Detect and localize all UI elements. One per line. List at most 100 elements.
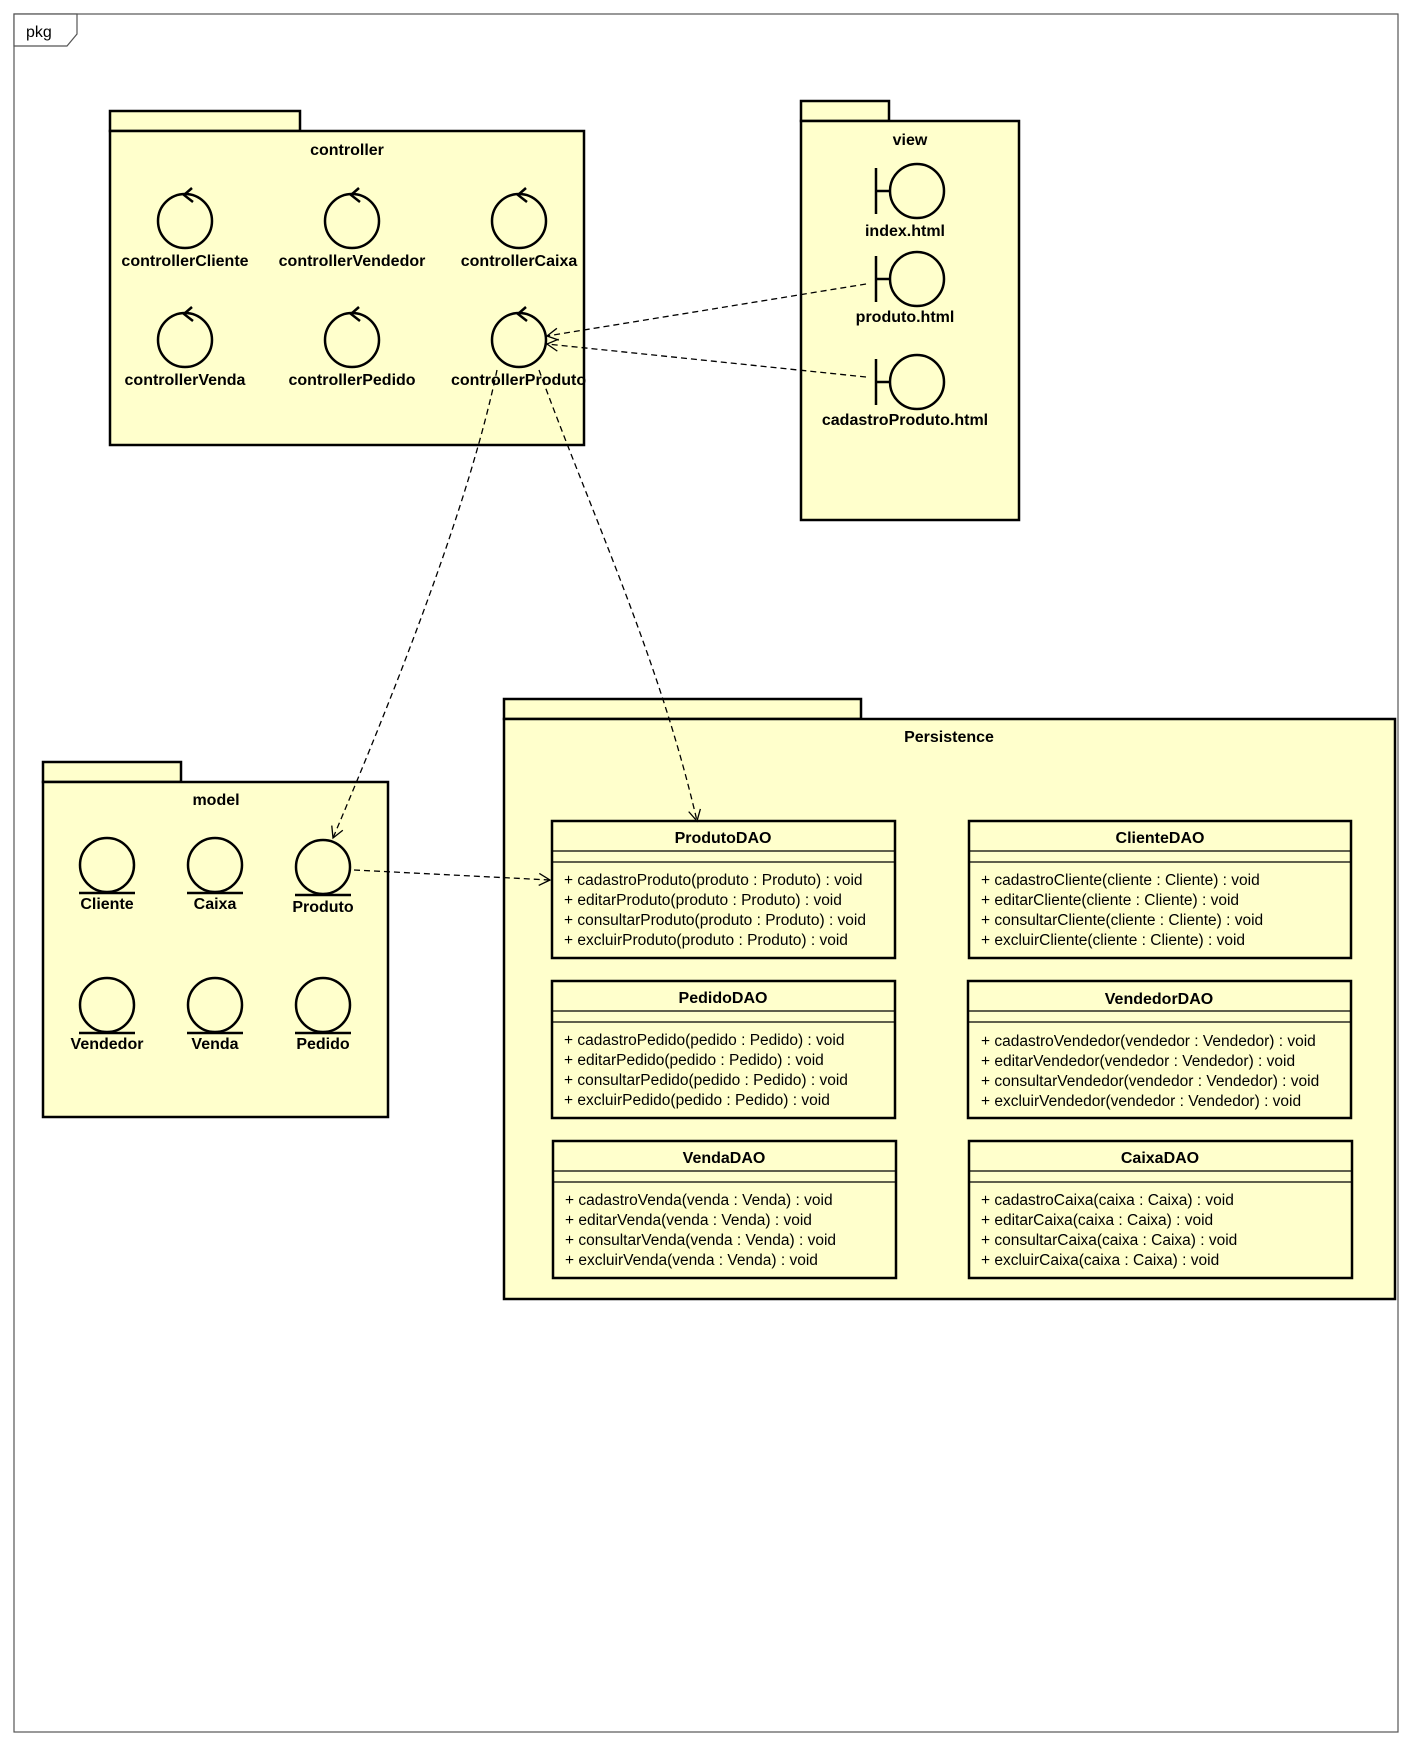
class-box xyxy=(550,979,897,1120)
control-controllerCaixa[interactable]: controllerCaixa xyxy=(461,187,578,270)
class-operation: + editarPedido(pedido : Pedido) : void xyxy=(564,1052,824,1069)
boundary-produto-html[interactable]: produto.html xyxy=(856,250,955,326)
control-arrow xyxy=(516,306,528,322)
boundary-cadastroProduto-html[interactable]: cadastroProduto.html xyxy=(822,353,988,429)
control-controllerVendedor[interactable]: controllerVendedor xyxy=(279,187,426,270)
entity-Caixa[interactable]: Caixa xyxy=(186,836,244,913)
boundary-label: cadastroProduto.html xyxy=(822,412,988,429)
package-tab xyxy=(502,697,863,721)
control-icon xyxy=(156,192,214,250)
entity-label: Cliente xyxy=(80,896,133,913)
control-arrow xyxy=(349,187,361,203)
class-operation: + cadastroVenda(venda : Venda) : void xyxy=(565,1192,833,1209)
class-operation: + excluirCliente(cliente : Cliente) : vo… xyxy=(981,932,1245,949)
package-model[interactable]: model Cliente Caixa Produto Vendedor Ven… xyxy=(41,760,390,1119)
package-name: model xyxy=(192,792,239,809)
class-operation: + editarVenda(venda : Venda) : void xyxy=(565,1212,812,1229)
frame-label-tab xyxy=(13,13,78,47)
class-operation: + excluirCaixa(caixa : Caixa) : void xyxy=(981,1252,1219,1269)
entity-label: Caixa xyxy=(194,896,237,913)
entity-label: Venda xyxy=(191,1036,238,1053)
control-label: controllerCaixa xyxy=(461,253,578,270)
control-label: controllerVenda xyxy=(125,372,246,389)
class-box xyxy=(967,819,1353,960)
dependency-cadastroProduto-html-to-controllerProduto[interactable] xyxy=(545,338,867,378)
control-controllerPedido[interactable]: controllerPedido xyxy=(288,306,416,389)
package-body xyxy=(41,780,390,1119)
entity-Venda[interactable]: Venda xyxy=(186,976,244,1053)
class-operation: + consultarVendedor(vendedor : Vendedor)… xyxy=(981,1073,1319,1090)
package-name: controller xyxy=(310,142,384,159)
class-PedidoDAO[interactable]: PedidoDAO + cadastroPedido(pedido : Pedi… xyxy=(550,979,897,1120)
dependencies xyxy=(331,283,867,887)
class-operation: + consultarProduto(produto : Produto) : … xyxy=(564,912,866,929)
control-controllerProduto[interactable]: controllerProduto xyxy=(451,306,586,389)
class-operation: + editarProduto(produto : Produto) : voi… xyxy=(564,892,842,909)
class-box xyxy=(966,979,1353,1120)
class-ClienteDAO[interactable]: ClienteDAO + cadastroCliente(cliente : C… xyxy=(967,819,1353,960)
entity-Cliente[interactable]: Cliente xyxy=(78,836,136,913)
control-icon xyxy=(323,311,381,369)
boundary-label: produto.html xyxy=(856,309,955,326)
entity-icon xyxy=(294,976,352,1034)
class-operation: + consultarVenda(venda : Venda) : void xyxy=(565,1232,836,1249)
package-body xyxy=(108,129,586,447)
entity-icon xyxy=(186,976,244,1034)
class-operation: + editarCaixa(caixa : Caixa) : void xyxy=(981,1212,1213,1229)
control-label: controllerVendedor xyxy=(279,253,426,270)
control-label: controllerPedido xyxy=(288,372,415,389)
entity-icon xyxy=(78,836,136,894)
control-arrow xyxy=(349,306,361,322)
class-ProdutoDAO[interactable]: ProdutoDAO + cadastroProduto(produto : P… xyxy=(550,819,897,960)
frame-label: pkg xyxy=(26,24,52,41)
package-name: view xyxy=(893,132,928,149)
boundary-index-html[interactable]: index.html xyxy=(865,162,946,240)
entity-Pedido[interactable]: Pedido xyxy=(294,976,352,1053)
boundary-icon xyxy=(888,250,946,308)
entity-label: Produto xyxy=(292,899,354,916)
class-VendaDAO[interactable]: VendaDAO + cadastroVenda(venda : Venda) … xyxy=(551,1139,898,1280)
class-name: PedidoDAO xyxy=(679,990,768,1007)
package-persistence[interactable]: Persistence ProdutoDAO + cadastroProduto… xyxy=(502,697,1397,1301)
entity-label: Vendedor xyxy=(71,1036,144,1053)
class-operation: + excluirVendedor(vendedor : Vendedor) :… xyxy=(981,1093,1301,1110)
entity-icon xyxy=(294,838,352,896)
class-operation: + consultarPedido(pedido : Pedido) : voi… xyxy=(564,1072,848,1089)
entity-Vendedor[interactable]: Vendedor xyxy=(71,976,144,1053)
dependency-Produto-to-ProdutoDAO[interactable] xyxy=(353,869,552,887)
class-name: ProdutoDAO xyxy=(675,830,772,847)
entity-icon xyxy=(186,836,244,894)
entity-label: Pedido xyxy=(296,1036,350,1053)
package-controller[interactable]: controller controllerCliente controllerV… xyxy=(108,109,586,447)
class-operation: + excluirPedido(pedido : Pedido) : void xyxy=(564,1092,830,1109)
boundary-label: index.html xyxy=(865,223,945,240)
control-controllerCliente[interactable]: controllerCliente xyxy=(121,187,249,270)
boundary-icon xyxy=(888,353,946,411)
package-view[interactable]: view index.html produto.html cadastroPro… xyxy=(799,99,1021,522)
entity-icon xyxy=(78,976,136,1034)
package-tab xyxy=(41,760,183,784)
class-operation: + cadastroCaixa(caixa : Caixa) : void xyxy=(981,1192,1234,1209)
control-controllerVenda[interactable]: controllerVenda xyxy=(125,306,246,389)
class-box xyxy=(967,1139,1354,1280)
control-icon xyxy=(323,192,381,250)
class-operation: + cadastroVendedor(vendedor : Vendedor) … xyxy=(981,1033,1316,1050)
dependency-produto-html-to-controllerProduto[interactable] xyxy=(545,283,867,341)
control-label: controllerProduto xyxy=(451,372,586,389)
dependency-controllerProduto-to-Produto[interactable] xyxy=(331,369,498,840)
dependency-controllerProduto-to-ProdutoDAO[interactable] xyxy=(538,369,702,823)
class-operation: + editarVendedor(vendedor : Vendedor) : … xyxy=(981,1053,1295,1070)
class-operation: + excluirProduto(produto : Produto) : vo… xyxy=(564,932,848,949)
class-operation: + editarCliente(cliente : Cliente) : voi… xyxy=(981,892,1239,909)
class-operation: + cadastroCliente(cliente : Cliente) : v… xyxy=(981,872,1260,889)
control-arrow xyxy=(182,306,194,322)
package-tab xyxy=(108,109,302,133)
entity-Produto[interactable]: Produto xyxy=(292,838,354,916)
class-operation: + cadastroProduto(produto : Produto) : v… xyxy=(564,872,863,889)
class-CaixaDAO[interactable]: CaixaDAO + cadastroCaixa(caixa : Caixa) … xyxy=(967,1139,1354,1280)
control-arrow xyxy=(182,187,194,203)
boundary-icon xyxy=(888,162,946,220)
class-VendedorDAO[interactable]: VendedorDAO + cadastroVendedor(vendedor … xyxy=(966,979,1353,1120)
control-icon xyxy=(490,311,548,369)
